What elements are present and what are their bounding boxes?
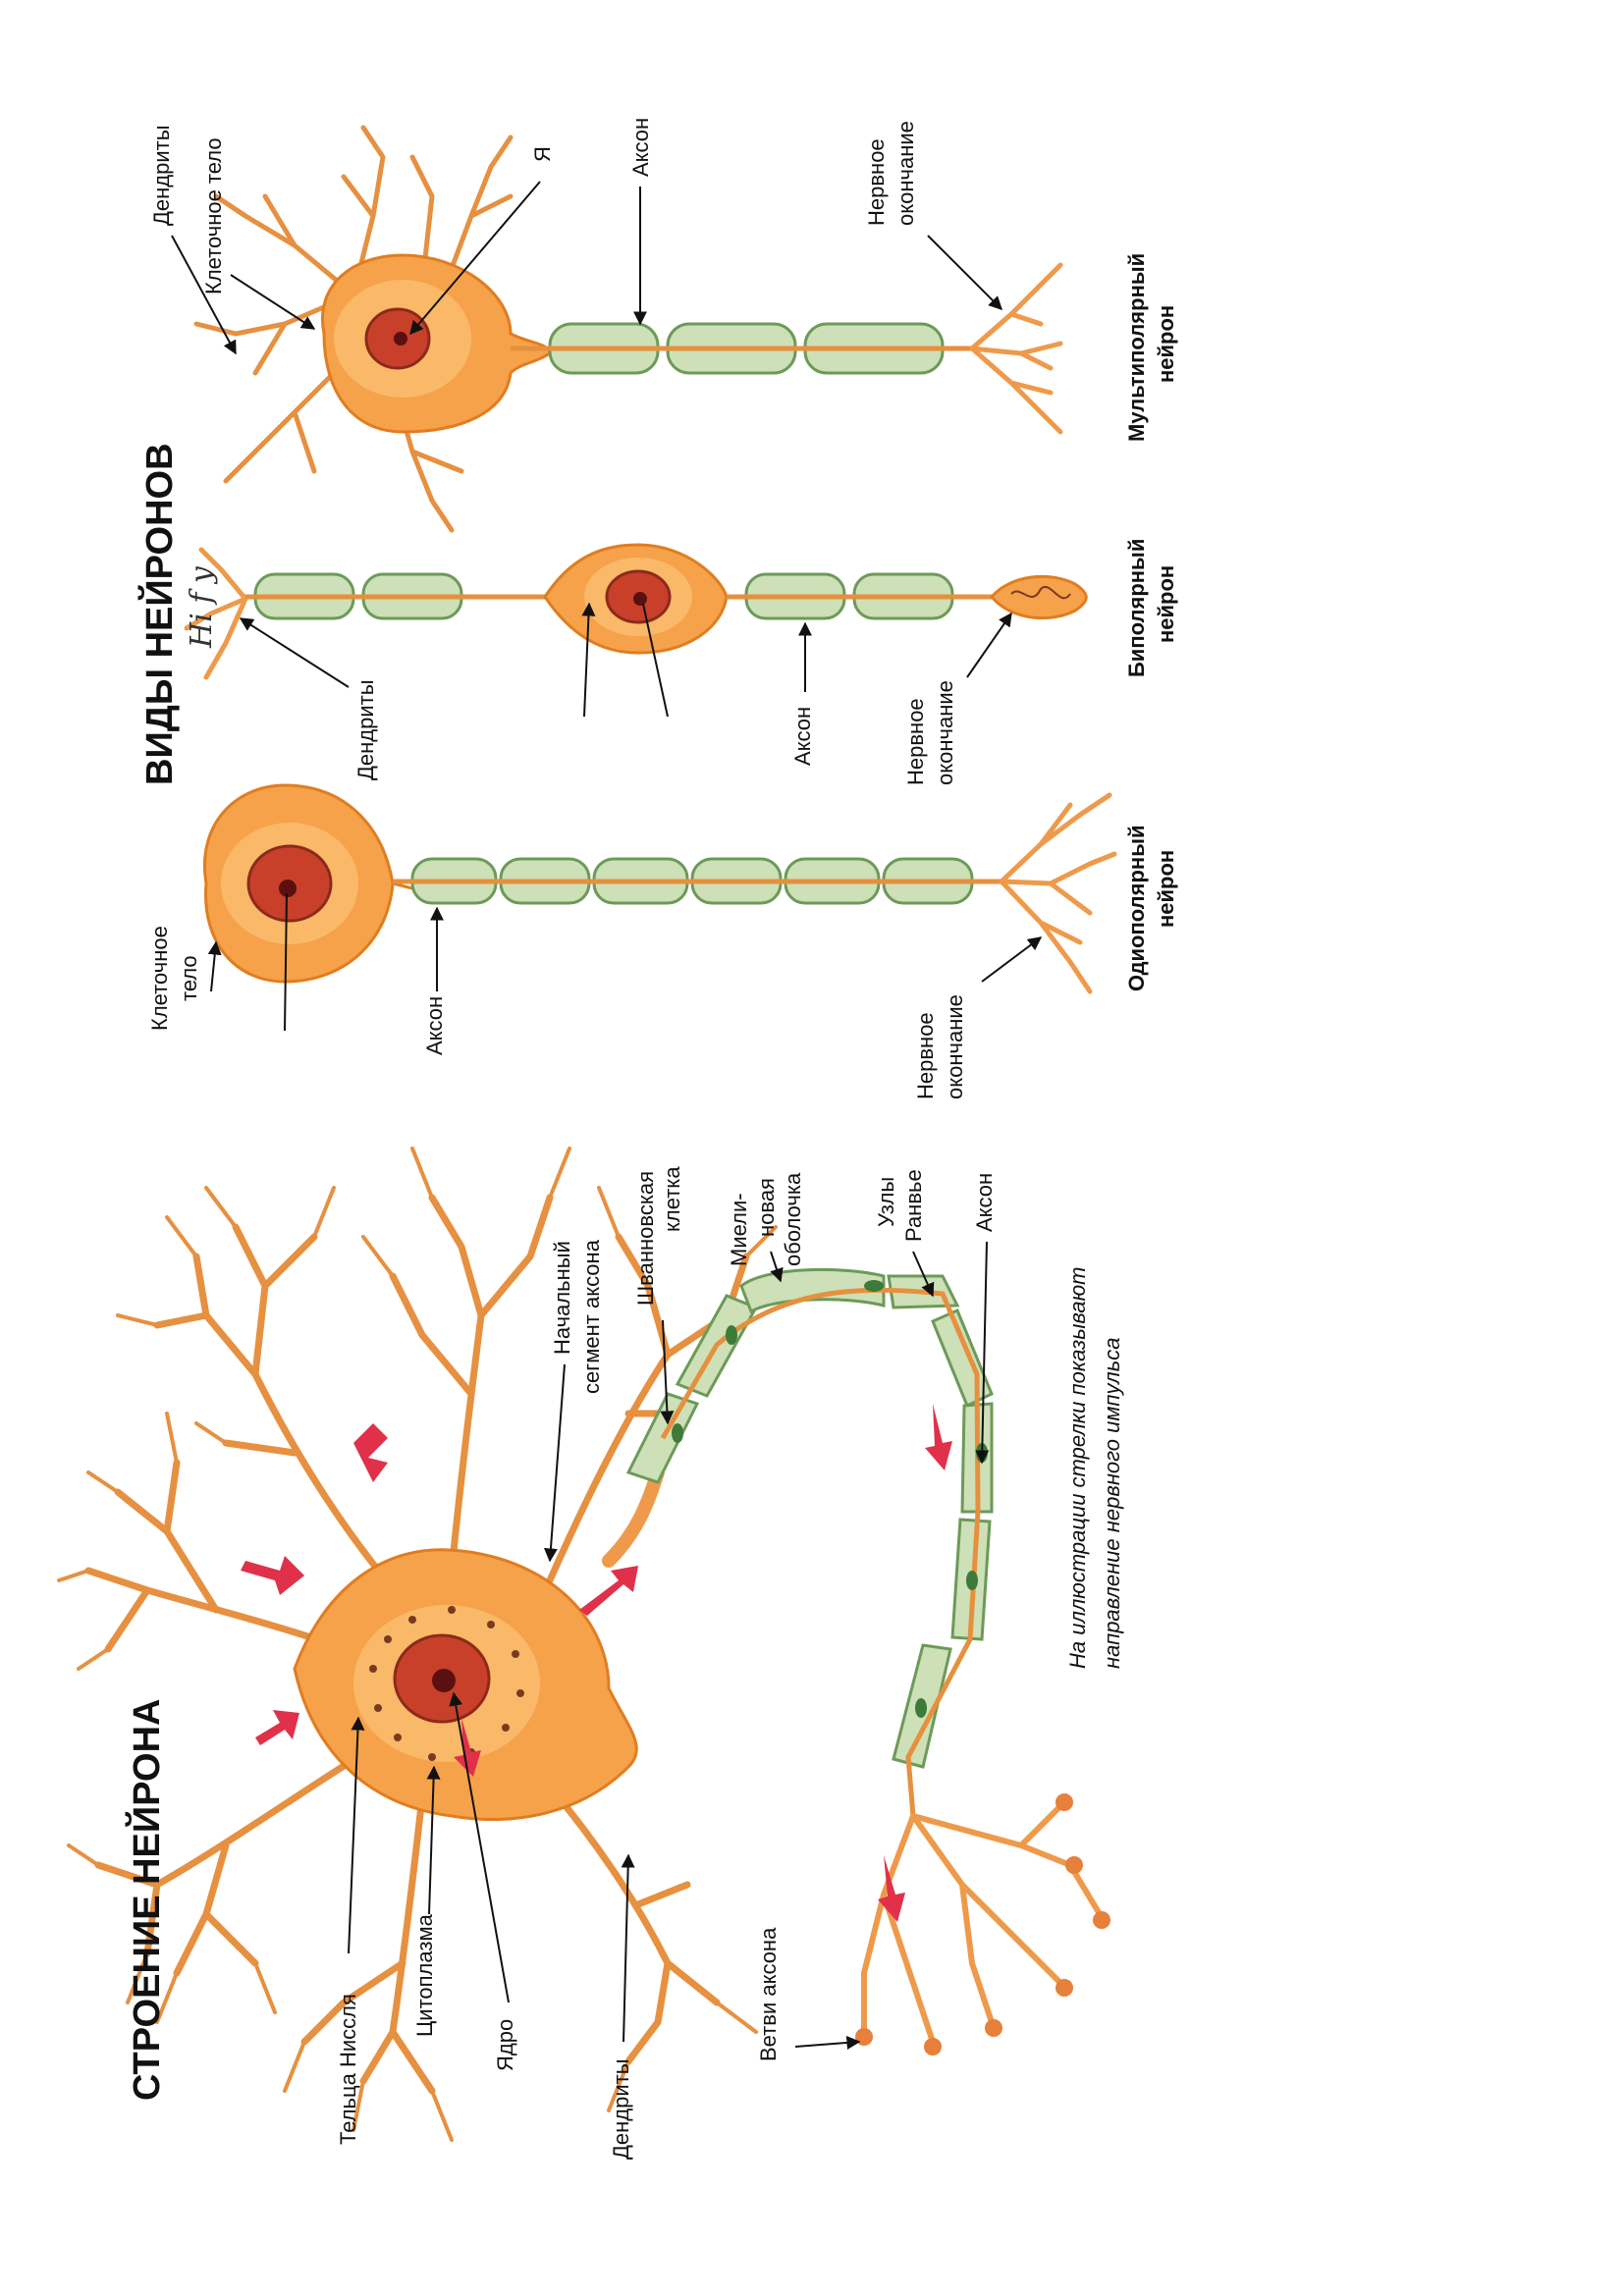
structure-title-1: СТРОЕНИЕ НЕЙРОНА xyxy=(124,1698,168,2101)
label-initial-segment-1: Начальный xyxy=(550,1241,574,1355)
label-axon-branches: Ветви аксона xyxy=(756,1927,781,2061)
bipolar-axon-label: Аксон xyxy=(790,707,815,766)
multipolar-name-1: Мультиполярный xyxy=(1124,253,1149,442)
bipolar-handwriting: Hi f y xyxy=(185,565,219,649)
structure-labels: СТРОЕНИЕ НЕЙРОНА Тельца Нисcля Цитоплазм… xyxy=(124,1166,1124,2160)
unipolar-cell-body-2: тело xyxy=(177,955,201,1001)
label-myelin-1: Миели- xyxy=(727,1193,751,1266)
caption-line-2: направление нервного импульса xyxy=(1100,1338,1124,1670)
unipolar-name-2: нейрон xyxy=(1154,850,1178,928)
bipolar-neuron: Hi f y Дендриты Аксон Нервное окончание … xyxy=(184,539,1178,785)
label-schwann-2: клетка xyxy=(660,1166,684,1232)
unipolar-neuron: Клеточное тело Аксон Нервное окончание О… xyxy=(147,783,1178,1099)
structure-neuron xyxy=(57,1147,1110,2142)
multipolar-cell-body-label: Клеточное тело xyxy=(201,137,226,294)
multipolar-neuron: Дендриты Клеточное тело Я Аксон Нервное … xyxy=(149,118,1178,533)
dendrite-trees xyxy=(57,1147,778,2142)
multipolar-ending-2: окончание xyxy=(893,121,918,226)
label-cytoplasm: Цитоплазма xyxy=(412,1913,437,2037)
unipolar-ending-1: Нервное xyxy=(913,1012,938,1099)
unipolar-ending-2: окончание xyxy=(943,994,967,1099)
bipolar-ending-2: окончание xyxy=(933,680,957,785)
bipolar-name-1: Биполярный xyxy=(1124,539,1149,677)
label-dendrites: Дендриты xyxy=(609,2058,633,2160)
label-myelin-3: оболочка xyxy=(781,1172,805,1266)
unipolar-axon-label: Аксон xyxy=(422,996,447,1055)
unipolar-cell-body-1: Клеточное xyxy=(147,926,172,1031)
unipolar-axon xyxy=(393,857,1001,905)
label-nodes-2: Ранвье xyxy=(901,1169,926,1242)
unipolar-name-1: Одиополярный xyxy=(1124,825,1149,991)
label-axon: Аксон xyxy=(972,1173,997,1232)
multipolar-ending-1: Нервное xyxy=(864,138,889,226)
label-nissl: Тельца Нисcля xyxy=(336,1994,360,2145)
structure-soma xyxy=(293,1548,638,1821)
caption-line-1: На иллюстрации стрелки показывают xyxy=(1065,1266,1090,1669)
multipolar-nucleus-label: Я xyxy=(530,146,555,162)
types-title: ВИДЫ НЕЙРОНОВ xyxy=(136,443,181,785)
impulse-arrows xyxy=(241,1404,952,1922)
bipolar-dendrites-label: Дендриты xyxy=(353,679,378,780)
label-nodes-1: Узлы xyxy=(874,1177,898,1227)
structure-axon xyxy=(625,1267,1110,2056)
label-initial-segment-2: сегмент аксона xyxy=(579,1239,604,1394)
label-schwann-1: Шванновская xyxy=(633,1171,658,1306)
bipolar-ending-1: Нервное xyxy=(903,698,928,785)
label-nucleus: Ядро xyxy=(493,2019,517,2071)
bipolar-name-2: нейрон xyxy=(1154,565,1178,643)
multipolar-name-2: нейрон xyxy=(1154,305,1178,383)
multipolar-dendrites-label: Дендриты xyxy=(149,125,174,226)
axon-terminals xyxy=(855,1793,1110,2056)
multipolar-axon-label: Аксон xyxy=(628,118,653,177)
label-myelin-2: новая xyxy=(754,1178,779,1237)
